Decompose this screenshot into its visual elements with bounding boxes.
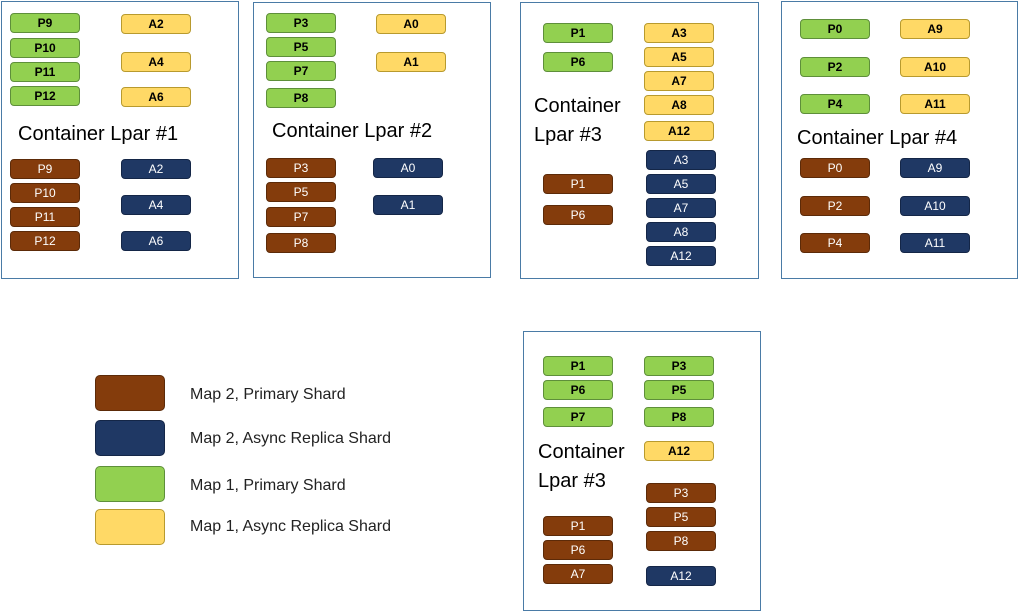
shard-map2-replica: A4 <box>121 195 191 215</box>
legend-label: Map 2, Primary Shard <box>190 386 346 403</box>
shard-map2-replica: A1 <box>373 195 443 215</box>
shard-map2-primary: P5 <box>646 507 716 527</box>
shard-map1-replica: A5 <box>644 47 714 67</box>
shard-map1-replica: A2 <box>121 14 191 34</box>
shard-map1-replica: A0 <box>376 14 446 34</box>
shard-map2-primary: P4 <box>800 233 870 253</box>
shard-map2-replica: A5 <box>646 174 716 194</box>
shard-map2-primary: P2 <box>800 196 870 216</box>
shard-map1-replica: A12 <box>644 121 714 141</box>
shard-map1-replica: A3 <box>644 23 714 43</box>
shard-map2-replica: A0 <box>373 158 443 178</box>
shard-map2-replica: A6 <box>121 231 191 251</box>
container-label: Lpar #3 <box>538 470 606 492</box>
shard-map2-replica: A10 <box>900 196 970 216</box>
shard-map1-primary: P10 <box>10 38 80 58</box>
shard-map2-primary: P8 <box>646 531 716 551</box>
shard-map2-primary: P3 <box>646 483 716 503</box>
shard-map1-primary: P9 <box>10 13 80 33</box>
container-lpar-3: P1 P6 A3 A5 A7 A8 A12 Container Lpar #3 … <box>520 2 759 279</box>
container-label: Container Lpar #4 <box>797 127 958 149</box>
shard-map1-replica: A7 <box>644 71 714 91</box>
shard-map1-primary: P8 <box>644 407 714 427</box>
shard-map1-primary: P5 <box>644 380 714 400</box>
legend-label: Map 1, Primary Shard <box>190 477 346 494</box>
container-label: Container <box>534 95 621 117</box>
container-lpar-4: P0 P2 P4 A9 A10 A11 Container Lpar #4 P0… <box>781 1 1018 279</box>
shard-map1-primary: P4 <box>800 94 870 114</box>
shard-map2-primary: P1 <box>543 174 613 194</box>
shard-map1-primary: P5 <box>266 37 336 57</box>
shard-map2-primary: P6 <box>543 205 613 225</box>
shard-map1-replica: A8 <box>644 95 714 115</box>
legend-label: Map 2, Async Replica Shard <box>190 430 391 447</box>
legend-swatch-map2-primary <box>95 375 165 411</box>
shard-map1-primary: P6 <box>543 380 613 400</box>
shard-map1-primary: P1 <box>543 23 613 43</box>
container-label: Container Lpar #2 <box>272 120 433 142</box>
container-lpar-3-rebalanced: P1 P6 P7 P3 P5 P8 A12 Container Lpar #3 … <box>523 331 761 611</box>
shard-map2-replica: A3 <box>646 150 716 170</box>
shard-map1-replica: A10 <box>900 57 970 77</box>
container-label: Container Lpar #1 <box>18 123 179 145</box>
shard-map1-primary: P0 <box>800 19 870 39</box>
shard-map2-primary: P1 <box>543 516 613 536</box>
shard-map1-primary: P11 <box>10 62 80 82</box>
shard-map2-primary: P7 <box>266 207 336 227</box>
shard-map1-replica: A1 <box>376 52 446 72</box>
shard-map2-primary: P6 <box>543 540 613 560</box>
shard-map1-replica: A12 <box>644 441 714 461</box>
shard-map2-replica: A2 <box>121 159 191 179</box>
shard-map1-primary: P2 <box>800 57 870 77</box>
shard-map2-replica: A11 <box>900 233 970 253</box>
container-label: Lpar #3 <box>534 124 602 146</box>
shard-map2-primary: P10 <box>10 183 80 203</box>
shard-map1-primary: P7 <box>266 61 336 81</box>
shard-map1-primary: P3 <box>266 13 336 33</box>
shard-map2-replica: A12 <box>646 566 716 586</box>
shard-map2-primary: P3 <box>266 158 336 178</box>
shard-map1-primary: P1 <box>543 356 613 376</box>
shard-map1-replica: A11 <box>900 94 970 114</box>
shard-map2-replica: A8 <box>646 222 716 242</box>
shard-map2-primary: P0 <box>800 158 870 178</box>
shard-map2-replica: A9 <box>900 158 970 178</box>
container-lpar-1: P9 P10 P11 P12 A2 A4 A6 Container Lpar #… <box>1 1 239 279</box>
shard-map2-primary: P8 <box>266 233 336 253</box>
legend-swatch-map1-primary <box>95 466 165 502</box>
shard-map1-replica: A9 <box>900 19 970 39</box>
container-lpar-2: P3 P5 P7 P8 A0 A1 Container Lpar #2 P3 P… <box>253 2 491 278</box>
shard-map2-replica: A12 <box>646 246 716 266</box>
shard-map1-replica: A4 <box>121 52 191 72</box>
legend-swatch-map2-replica <box>95 420 165 456</box>
shard-map2-primary: P12 <box>10 231 80 251</box>
shard-map2-primary: A7 <box>543 564 613 584</box>
shard-map1-replica: A6 <box>121 87 191 107</box>
shard-map1-primary: P12 <box>10 86 80 106</box>
legend-swatch-map1-replica <box>95 509 165 545</box>
legend-label: Map 1, Async Replica Shard <box>190 518 391 535</box>
shard-map2-primary: P9 <box>10 159 80 179</box>
container-label: Container <box>538 441 625 463</box>
shard-map2-replica: A7 <box>646 198 716 218</box>
shard-map1-primary: P8 <box>266 88 336 108</box>
shard-map1-primary: P3 <box>644 356 714 376</box>
shard-map2-primary: P11 <box>10 207 80 227</box>
shard-map1-primary: P7 <box>543 407 613 427</box>
shard-map1-primary: P6 <box>543 52 613 72</box>
shard-map2-primary: P5 <box>266 182 336 202</box>
